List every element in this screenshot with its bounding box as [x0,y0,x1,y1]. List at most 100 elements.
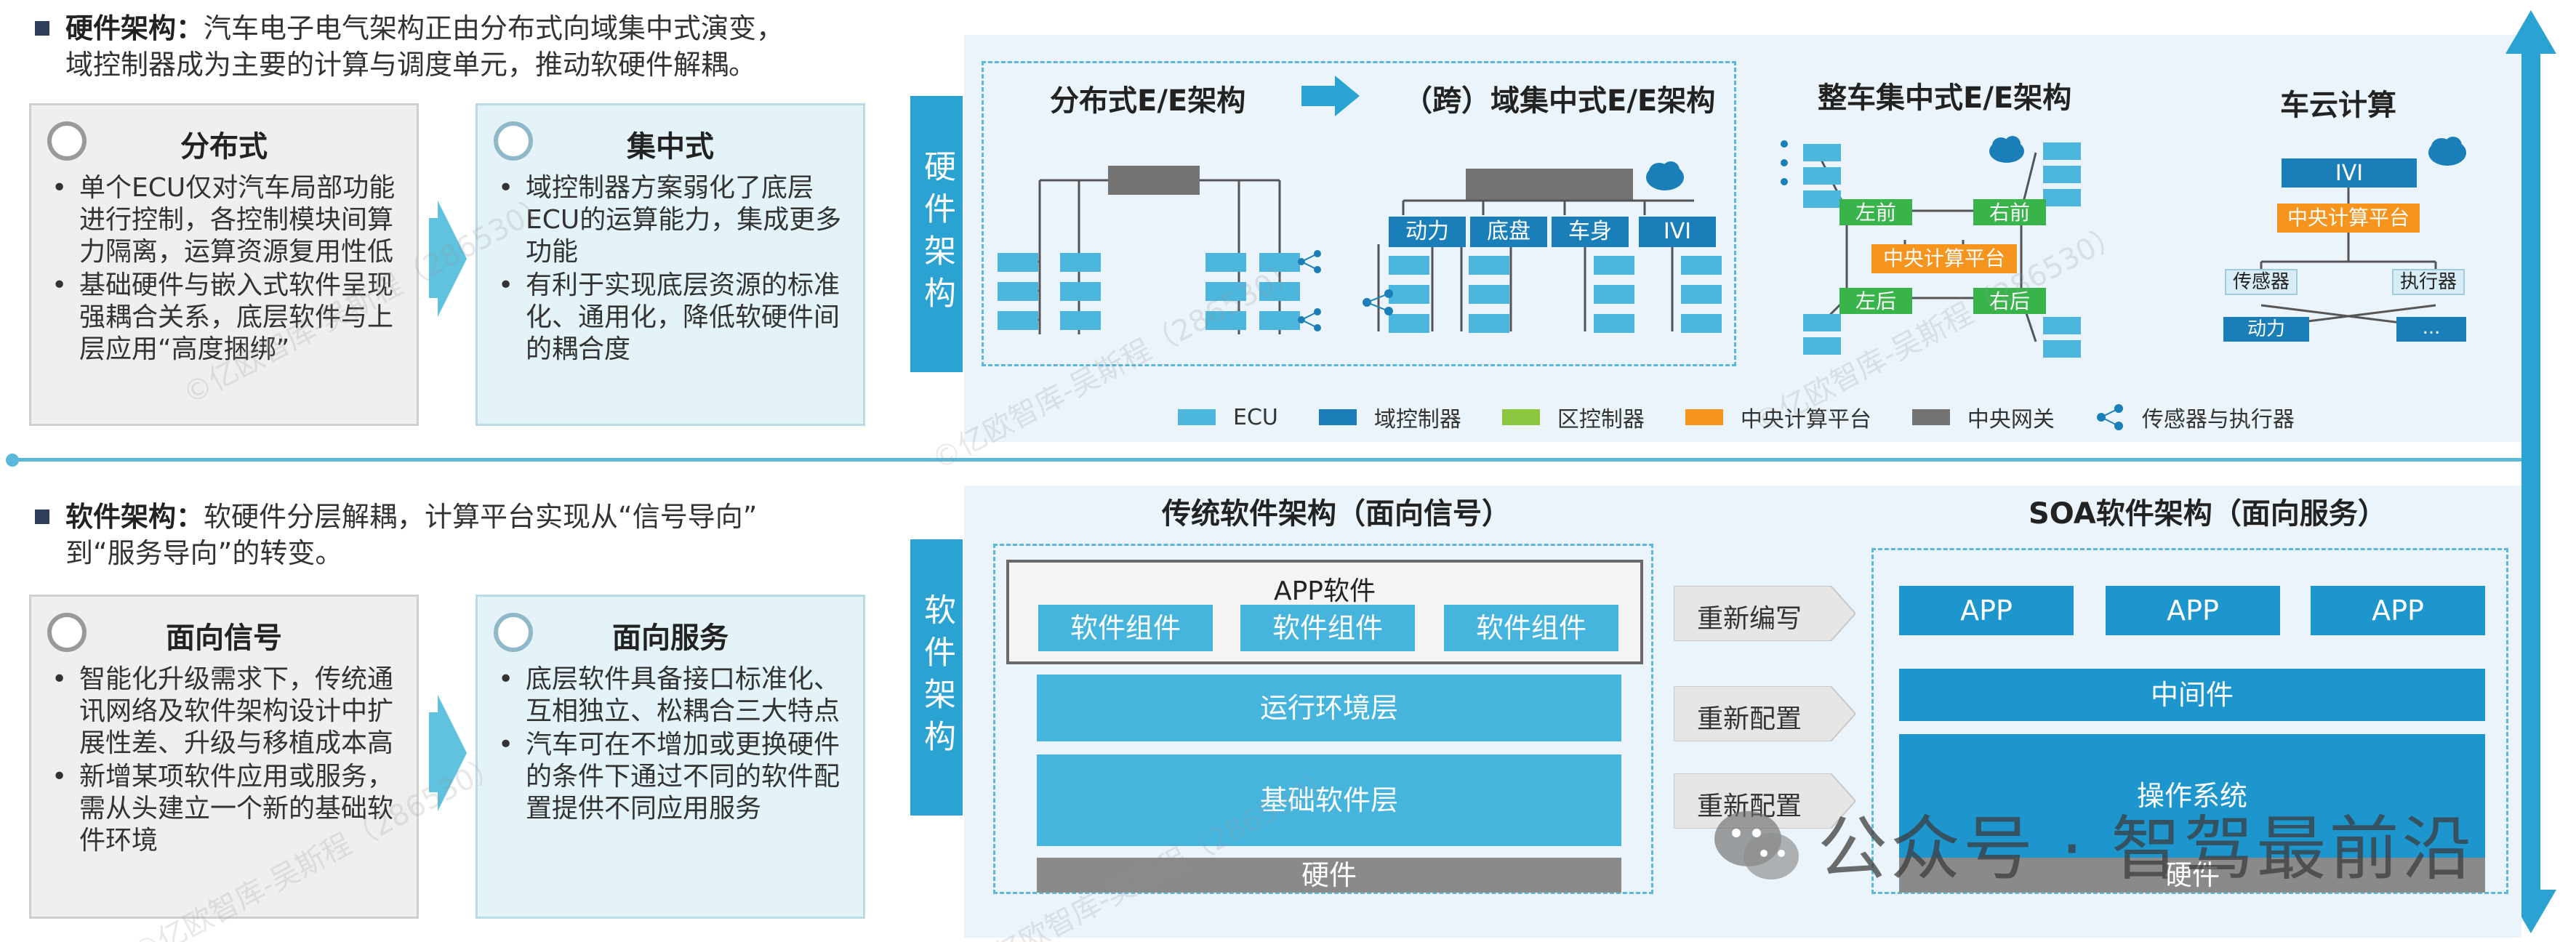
hardware-layer: 硬件 [1037,858,1621,893]
cloud-actuator: 执行器 [2392,269,2465,295]
software-component: 软件组件 [1038,605,1213,651]
service-oriented-card: 面向服务 底层软件具备接口标准化、互相独立、松耦合三大特点 汽车可在不增加或更换… [476,595,865,919]
hardware-intro-line2: 域控制器成为主要的计算与调度单元，推动软硬件解耦。 [65,49,757,81]
circle-icon [494,121,533,161]
cloud-ivi: IVI [2282,158,2417,188]
software-intro-title: 软件架构： [65,501,204,533]
centralized-card: 集中式 域控制器方案弱化了底层ECU的运算能力，集成更多功能 有利于实现底层资源… [476,103,865,426]
hardware-side-label: 硬件架构 [910,96,963,372]
rewrite-label: 重新编写 [1697,604,1802,634]
legend-swatch [1911,409,1950,425]
diagram-legend: ECU 域控制器 区控制器 中央计算平台 中央网关 传感器与执行器 [1178,401,2295,433]
soa-software-title: SOA软件架构（面向服务） [2029,497,2387,531]
cloud-more: ... [2396,317,2466,342]
distributed-card: 分布式 单个ECU仅对汽车局部功能进行控制，各控制模块间算力隔离，运算资源复用性… [29,103,419,426]
basic-software-layer: 基础软件层 [1037,754,1621,846]
legend-swatch [1501,409,1540,425]
software-intro-line2: 到“服务导向”的转变。 [65,537,343,569]
distributed-ee-title: 分布式E/E架构 [1050,84,1246,118]
circle-icon [47,613,87,652]
reconfigure-label: 重新配置 [1697,704,1802,734]
legend-swatch [1318,409,1357,425]
sensor-actuator-icon [1363,289,1393,315]
legend-domain-controller: 域控制器 [1318,401,1461,433]
bullet-square-icon [35,510,49,524]
divider-dot [6,454,19,467]
cloud-icon [1646,161,1684,190]
sensor-actuator-icon [2096,404,2123,430]
soa-app: APP [1899,586,2074,635]
soa-app: APP [2106,586,2280,635]
cloud-icon [2428,137,2466,166]
legend-ecu: ECU [1178,401,1278,433]
vertical-double-arrow-icon [2505,10,2556,933]
software-intro: 软件架构：软硬件分层解耦，计算平台实现从“信号导向” 到“服务导向”的转变。 [35,499,757,571]
domain-diagram-lines [1377,199,1722,333]
signal-oriented-card: 面向信号 智能化升级需求下，传统通讯网络及软件架构设计中扩展性差、升级与移植成本… [29,595,419,919]
flow-arrow-bar [429,712,438,792]
soa-hardware-layer: 硬件 [1899,858,2485,893]
bullet-item: 域控制器方案弱化了底层ECU的运算能力，集成更多功能 [491,172,850,268]
operating-system-layer: 操作系统 [1899,734,2485,858]
central-gateway [1466,169,1633,201]
legend-zone-controller: 区控制器 [1501,401,1645,433]
hardware-intro: 硬件架构：汽车电子电气架构正由分布式向域集中式演变， 域控制器成为主要的计算与调… [35,10,784,83]
zone-rear-left: 左后 [1839,288,1912,314]
domain-power: 动力 [1389,217,1466,247]
traditional-software-title: 传统软件架构（面向信号） [1162,497,1511,531]
bullet-item: 智能化升级需求下，传统通讯网络及软件架构设计中扩展性差、升级与移植成本高 [44,664,404,760]
legend-swatch [1178,409,1216,425]
app-software-label: APP软件 [1273,576,1376,606]
circle-icon [47,121,87,161]
hardware-intro-title: 硬件架构： [65,12,204,44]
domain-chassis: 底盘 [1470,217,1547,247]
signal-oriented-card-bullets: 智能化升级需求下，传统通讯网络及软件架构设计中扩展性差、升级与移植成本高 新增某… [44,664,404,858]
service-oriented-card-bullets: 底层软件具备接口标准化、互相独立、松耦合三大特点 汽车可在不增加或更换硬件的条件… [491,664,850,826]
software-intro-line1: 软硬件分层解耦，计算平台实现从“信号导向” [204,501,758,533]
wechat-logo-icon [1714,811,1799,879]
software-component: 软件组件 [1240,605,1415,651]
cloud-sensor: 传感器 [2225,269,2298,295]
signal-oriented-card-title: 面向信号 [166,621,282,655]
flow-arrow-icon [438,201,467,317]
distributed-card-bullets: 单个ECU仅对汽车局部功能进行控制，各控制模块间算力隔离，运算资源复用性低 基础… [44,172,404,367]
circle-icon [494,613,533,652]
soa-architecture-box [1871,548,2508,894]
flow-arrow-icon [438,695,467,811]
hardware-intro-line1: 汽车电子电气架构正由分布式向域集中式演变， [204,12,785,44]
legend-central-compute: 中央计算平台 [1685,401,1871,433]
bullet-item: 有利于实现底层资源的标准化、通用化，降低软硬件间的耦合度 [491,270,850,366]
bullet-item: 汽车可在不增加或更换硬件的条件下通过不同的软件配置提供不同应用服务 [491,729,850,825]
cloud-power: 动力 [2223,317,2309,342]
domain-body: 车身 [1552,217,1629,247]
wechat-account-overlay: 公众号 · 智驾最前沿 [1818,808,2475,890]
central-compute-platform: 中央计算平台 [1871,244,2017,273]
legend-sensor-actuator: 传感器与执行器 [2095,401,2295,433]
section-divider [10,458,2526,462]
traditional-architecture-box [993,544,1653,894]
zone-front-left: 左前 [1839,199,1912,225]
runtime-layer: 运行环境层 [1037,675,1621,741]
soa-app: APP [2311,586,2485,635]
zone-front-right: 右前 [1973,199,2046,225]
cloud-computing-title: 车云计算 [2280,89,2396,122]
vehicle-ee-title: 整车集中式E/E架构 [1818,81,2072,115]
right-arrow-icon [1301,76,1360,116]
middleware-layer: 中间件 [1899,669,2485,721]
bullet-square-icon [35,21,49,36]
legend-central-gateway: 中央网关 [1911,401,2055,433]
centralized-card-bullets: 域控制器方案弱化了底层ECU的运算能力，集成更多功能 有利于实现底层资源的标准化… [491,172,850,367]
reconfigure-arrow [1674,773,1855,829]
zone-rear-right: 右后 [1973,288,2046,314]
cloud-central-platform: 中央计算平台 [2277,204,2420,233]
reconfigure-arrow [1674,686,1855,741]
flow-arrow-bar [429,218,438,298]
bullet-item: 单个ECU仅对汽车局部功能进行控制，各控制模块间算力隔离，运算资源复用性低 [44,172,404,268]
centralized-card-title: 集中式 [627,130,714,164]
bullet-item: 新增某项软件应用或服务，需从头建立一个新的基础软件环境 [44,761,404,857]
hardware-diagram-panel [964,35,2521,442]
domain-ivi: IVI [1639,217,1716,247]
service-oriented-card-title: 面向服务 [612,621,729,655]
distributed-diagram [998,166,1321,334]
software-side-label: 软件架构 [910,539,963,816]
